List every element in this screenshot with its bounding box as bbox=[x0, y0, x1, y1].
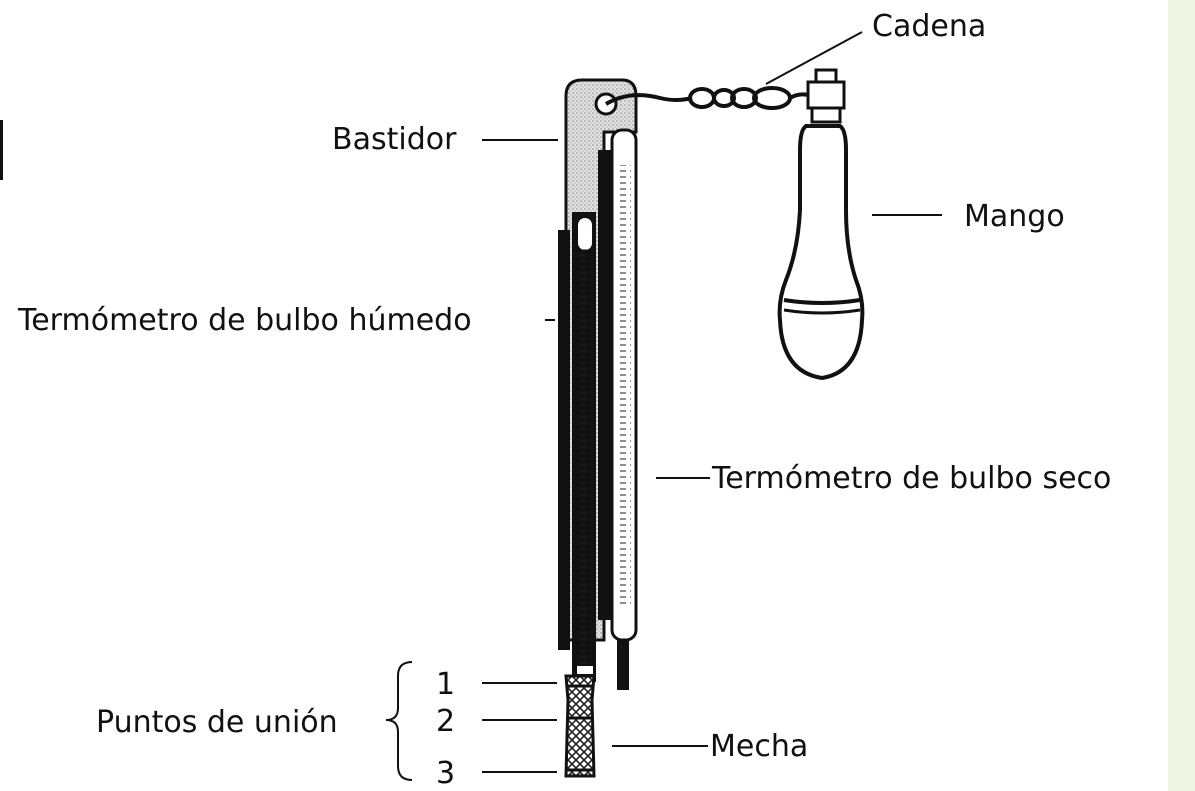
label-punto-1: 1 bbox=[436, 667, 455, 702]
wet-bulb-thermometer bbox=[572, 212, 596, 682]
label-bastidor: Bastidor bbox=[332, 122, 457, 157]
label-punto-3: 3 bbox=[436, 756, 455, 791]
handle bbox=[777, 68, 865, 381]
wick bbox=[564, 674, 596, 778]
edge-fragment bbox=[0, 120, 3, 180]
label-mango: Mango bbox=[964, 199, 1065, 234]
label-termometro-humedo: Termómetro de bulbo húmedo bbox=[17, 303, 472, 338]
label-punto-2: 2 bbox=[436, 704, 455, 739]
label-puntos-union: Puntos de unión bbox=[96, 705, 338, 740]
label-mecha: Mecha bbox=[710, 729, 808, 764]
label-termometro-seco: Termómetro de bulbo seco bbox=[711, 461, 1111, 496]
side-panel bbox=[1168, 0, 1195, 791]
label-cadena: Cadena bbox=[872, 9, 986, 44]
leader-cadena bbox=[765, 31, 863, 85]
brace bbox=[385, 661, 413, 781]
dry-bulb-thermometer bbox=[598, 128, 638, 690]
